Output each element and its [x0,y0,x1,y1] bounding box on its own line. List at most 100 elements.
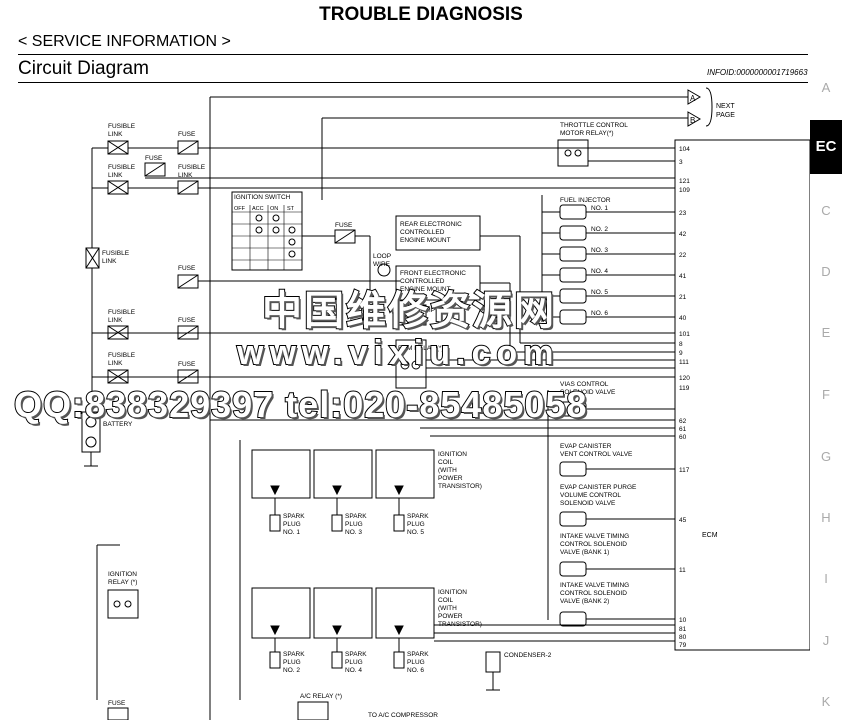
plug-label: PLUG [407,521,425,528]
label-fuse: FUSE [178,361,196,368]
ignition-coil-label: (WITH [438,467,457,474]
label-fuse: FUSE [145,155,163,162]
ivt-bank2-label: INTAKE VALVE TIMING [560,582,629,589]
ignition-coil-label: (WITH [438,605,457,612]
ecm-pin: 81 [679,626,687,633]
index-letter[interactable]: A [821,80,831,95]
label-fuse: FUSE [335,222,353,229]
index-letter[interactable]: J [822,633,830,648]
plug-label: PLUG [345,659,363,666]
spark-label: SPARK [283,513,305,520]
label-fuse: FUSE [178,265,196,272]
section-title: Circuit Diagram [18,58,149,79]
ignition-coil-label: COIL [438,597,454,604]
ivt-bank1-label: VALVE (BANK 1) [560,549,609,556]
label-link: LINK [108,172,123,179]
injector-no: NO. 6 [591,310,608,317]
ecm-pin: 9 [679,350,683,357]
ecm-pin: 109 [679,187,690,194]
index-letter-active[interactable]: EC [810,120,842,174]
injector-no: NO. 2 [591,226,608,233]
ecm-pin: 119 [679,385,690,392]
index-letter[interactable]: C [821,203,831,218]
fusible-link-fuse-stack [85,140,199,384]
plug-label: PLUG [283,521,301,528]
watermark-line-2: www.vixiu.com [236,333,560,373]
plug-label: PLUG [345,521,363,528]
connector-a: A [690,94,696,103]
ignition-relay-label: IGNITION [108,571,137,578]
ecm-pin: 23 [679,210,687,217]
watermark-line-1: 中国维修资源网 [261,288,556,334]
ecm-pin: 79 [679,642,687,649]
spark-plug-no: NO. 2 [283,667,300,674]
stop-lamp-label: SWITCH [398,315,424,322]
ecm-pin: 80 [679,634,687,641]
ign-pos-on: ON [270,206,278,212]
index-letter[interactable]: E [821,325,831,340]
spark-plug-no: NO. 4 [345,667,362,674]
spark-label: SPARK [407,651,429,658]
rear-mount-label: ENGINE MOUNT [400,237,451,244]
ecm-pin: 10 [679,617,687,624]
breadcrumb[interactable]: < SERVICE INFORMATION > [18,33,231,50]
label-fusible: FUSIBLE [178,164,206,171]
ecm-pin: 42 [679,231,687,238]
index-letter[interactable]: H [821,510,831,525]
index-letter[interactable]: G [820,449,832,464]
index-letter[interactable]: K [821,694,831,709]
injector-no: NO. 4 [591,268,608,275]
ecm-pin: 60 [679,434,687,441]
front-mount-label: CONTROLLED [400,278,445,285]
spark-label: SPARK [283,651,305,658]
fuel-injector-label: FUEL INJECTOR [560,197,611,204]
index-letter[interactable]: I [824,571,828,586]
watermark-line-3: QQ:838329397 tel:020-85485058 [13,383,588,426]
ecm-relay-label: ECM RELAY (*) [398,345,444,352]
label-fusible: FUSIBLE [108,164,136,171]
ecm-pin: 40 [679,315,687,322]
index-letter[interactable]: D [821,264,831,279]
ignition-coil-row-top [251,449,435,532]
vias-label: SOLENOID VALVE [560,389,616,396]
header-divider [18,54,808,55]
evap-purge-label: VOLUME CONTROL [560,492,621,499]
info-id: INFOID:0000000001719663 [707,68,808,77]
ivt-bank2-label: VALVE (BANK 2) [560,598,609,605]
plug-label: PLUG [283,659,301,666]
ecm-pin: 21 [679,294,687,301]
loop-wire-label: LOOP [373,253,391,260]
ignition-coil-label: COIL [438,459,454,466]
ecm-pin: 121 [679,178,690,185]
index-letter[interactable]: F [822,387,830,402]
injector-no: NO. 1 [591,205,608,212]
ecm-pin: 117 [679,467,690,474]
injector-no: NO. 3 [591,247,608,254]
ign-pos-off: OFF [234,206,246,212]
ignition-coil-label: TRANSISTOR) [438,483,482,490]
rear-mount-label: REAR ELECTRONIC [400,221,462,228]
ecm-pin: 120 [679,375,690,382]
front-mount-label: ENGINE MOUNT [400,286,451,293]
label-ignition-switch: IGNITION SWITCH [234,194,291,201]
spark-label: SPARK [407,513,429,520]
vias-label: VIAS CONTROL [560,381,609,388]
ecm-pin: 3 [679,159,683,166]
fuel-injector-group [542,204,675,325]
ignition-coil-label: POWER [438,475,463,482]
section-divider [18,82,808,83]
ivt-bank2-label: CONTROL SOLENOID [560,590,627,597]
connector-b: B [690,116,695,125]
ecm-pin: 8 [679,341,683,348]
ecm-pin: 45 [679,517,687,524]
stop-lamp-label: STOP LAMP [398,307,435,314]
ecm-label: ECM [702,532,718,539]
ecm-pin: 104 [679,146,690,153]
plug-label: PLUG [407,659,425,666]
label-link: LINK [108,360,123,367]
ac-relay-label: A/C RELAY (*) [300,693,342,700]
label-link: LINK [178,172,193,179]
page-title: TROUBLE DIAGNOSIS [319,4,523,25]
ecm-pin: 61 [679,426,687,433]
ignition-coil-row-bottom [251,587,435,669]
